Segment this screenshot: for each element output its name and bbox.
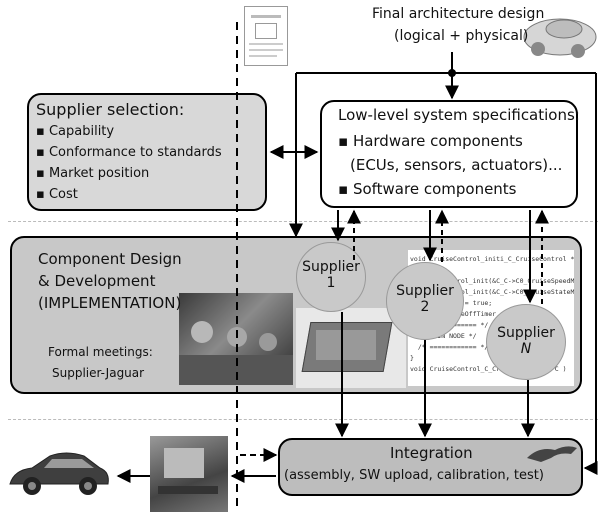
ecu-photo — [296, 308, 406, 388]
supplier-selection-box — [27, 93, 267, 211]
supplier-2-number: 2 — [420, 299, 430, 315]
final-design-line1: Final architecture design — [372, 6, 545, 22]
car-wireframe-image — [520, 3, 600, 65]
criterion-cost: ▪ Cost — [36, 187, 78, 202]
integration-box — [278, 438, 583, 496]
component-design-title1: Component Design — [38, 250, 182, 268]
criterion-market-position: ▪ Market position — [36, 166, 150, 181]
assembly-photo — [150, 436, 228, 512]
formal-meetings-line2: Supplier-Jaguar — [52, 366, 145, 380]
supplier-n-label: Supplier — [497, 325, 555, 341]
code-line: CruiseControl_init(&C_C->C0_CruiseStateM… — [418, 288, 574, 296]
integration-title: Integration — [390, 444, 473, 462]
supplier-1-label: Supplier — [302, 259, 360, 275]
finished-car-image — [6, 440, 112, 504]
supplier-1-number: 1 — [326, 275, 336, 291]
spec-hardware-detail: (ECUs, sensors, actuators)... — [350, 156, 563, 174]
code-line: CruiseControl_init(&C_C->C0_CruiseSpeedM… — [417, 277, 574, 285]
formal-meetings-line1: Formal meetings: — [48, 345, 153, 359]
code-line: } — [410, 354, 414, 362]
integration-subtitle: (assembly, SW upload, calibration, test) — [284, 468, 544, 483]
supplier-1: Supplier 1 — [296, 242, 366, 312]
criterion-conformance: ▪ Conformance to standards — [36, 145, 222, 160]
spec-software: ▪ Software components — [338, 180, 517, 198]
final-design-line2: (logical + physical) — [394, 28, 529, 44]
code-line: /* ============ */ — [410, 343, 489, 351]
low-level-specs-box — [320, 100, 578, 208]
supplier-n: Supplier N — [486, 304, 566, 380]
criterion-capability: ▪ Capability — [36, 124, 115, 139]
jaguar-logo — [525, 440, 579, 466]
component-design-title3: (IMPLEMENTATION) — [38, 294, 182, 312]
supplier-2: Supplier 2 — [386, 262, 464, 340]
supplier-2-label: Supplier — [396, 283, 454, 299]
supplier-selection-title: Supplier selection: — [36, 100, 185, 119]
component-design-title2: & Development — [38, 272, 156, 290]
spec-hardware: ▪ Hardware components — [338, 132, 523, 150]
section-divider-top — [8, 221, 598, 222]
section-divider-bottom — [8, 419, 598, 420]
document-thumbnail — [244, 6, 288, 66]
supplier-n-number: N — [520, 341, 532, 357]
low-level-title: Low-level system specifications: — [338, 106, 580, 124]
